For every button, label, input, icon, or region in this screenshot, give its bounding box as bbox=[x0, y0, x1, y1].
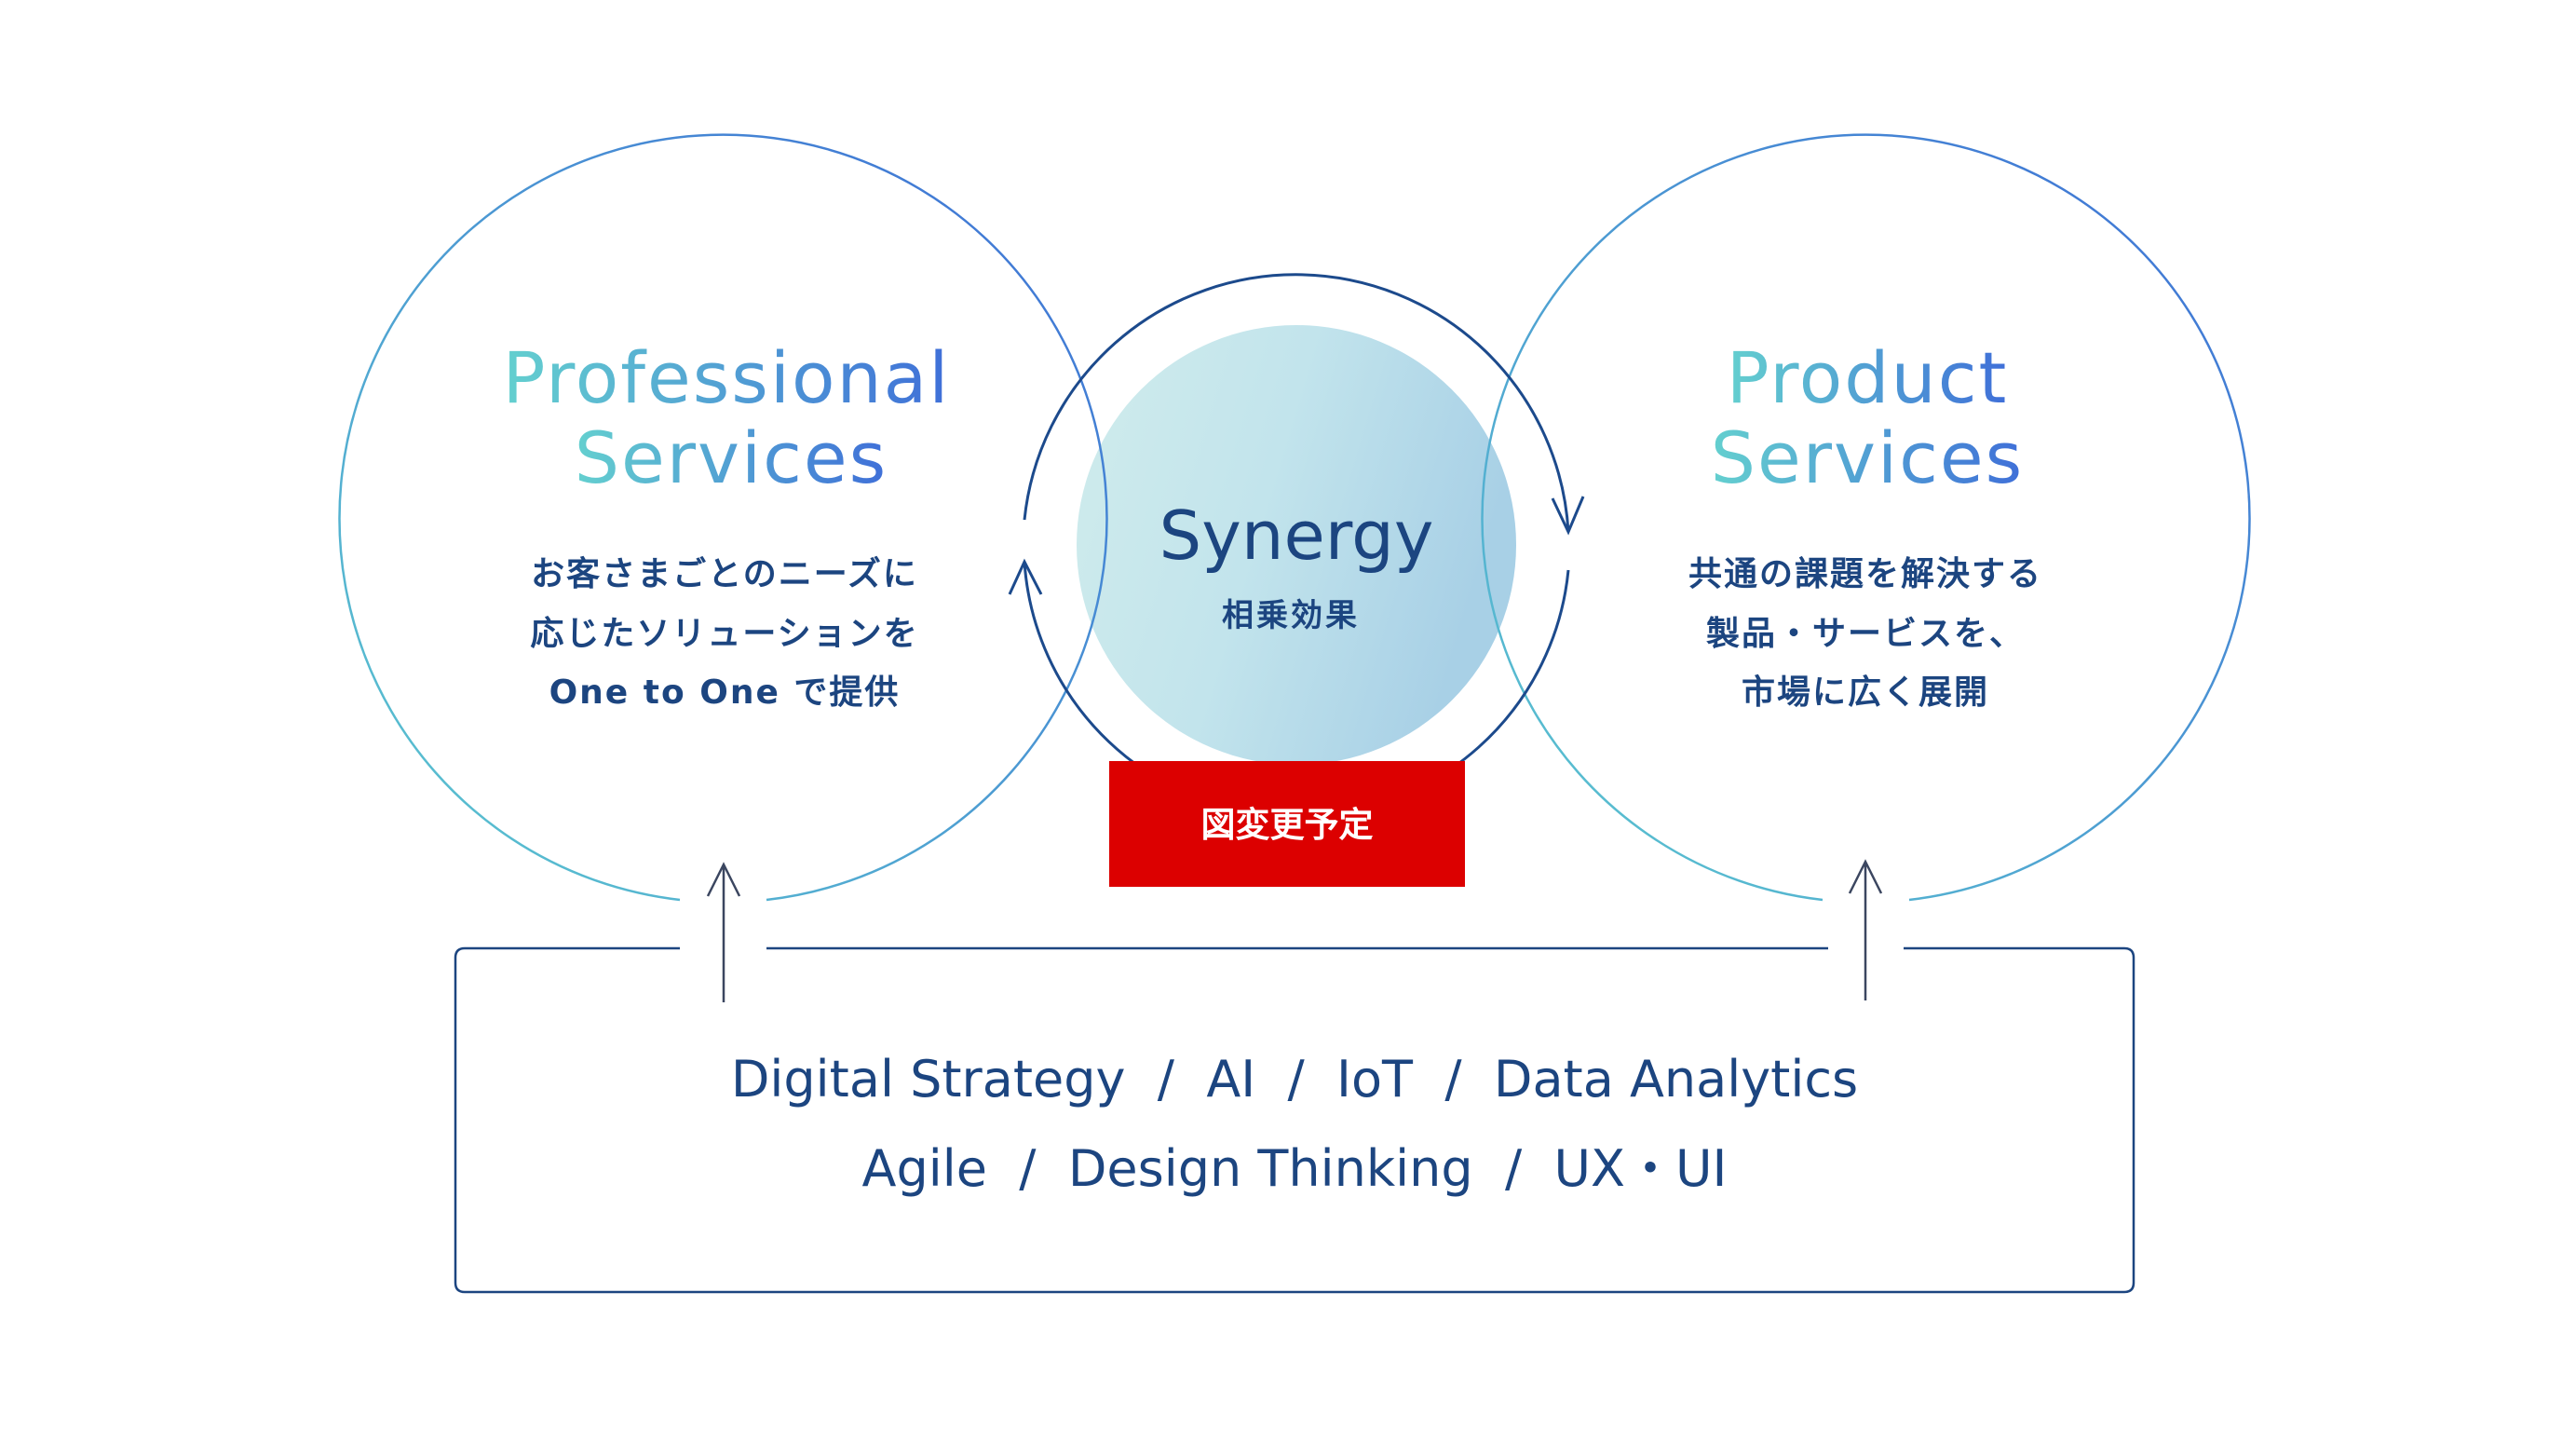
product-title-line2: Services bbox=[1711, 416, 2024, 499]
product-services-circle bbox=[1481, 133, 2251, 902]
synergy-subtitle: 相乗効果 bbox=[1222, 597, 1360, 634]
synergy-title: Synergy bbox=[1159, 497, 1434, 575]
professional-title-line2: Services bbox=[575, 416, 888, 499]
foundation-line1: Digital Strategy / AI / IoT / Data Analy… bbox=[731, 1050, 1858, 1109]
notice-label: 図変更予定 bbox=[1201, 805, 1374, 845]
product-desc-line2: 製品・サービスを、 bbox=[1706, 615, 2025, 653]
professional-desc-line2: 応じたソリューションを bbox=[530, 615, 918, 653]
foundation-line2: Agile / Design Thinking / UX・UI bbox=[862, 1139, 1728, 1198]
professional-services-circle bbox=[338, 133, 1108, 902]
professional-title-line1: Professional bbox=[503, 336, 951, 419]
notice-box bbox=[1109, 761, 1465, 887]
product-title-line1: Product bbox=[1727, 336, 2009, 419]
arrow-up-left-icon bbox=[706, 862, 741, 1002]
synergy-circle bbox=[1077, 325, 1516, 765]
professional-desc-line1: お客さまごとのニーズに bbox=[531, 554, 918, 593]
professional-desc-line3: One to One で提供 bbox=[549, 673, 901, 712]
arrow-up-icon bbox=[1008, 558, 1043, 595]
cycle-arc-top bbox=[1023, 273, 1570, 533]
arrow-down-icon bbox=[1551, 496, 1585, 536]
foundation-box bbox=[454, 946, 2135, 1294]
arrow-up-right-icon bbox=[1848, 859, 1883, 1000]
product-desc-line3: 市場に広く展開 bbox=[1742, 673, 1989, 712]
product-desc-line1: 共通の課題を解決する bbox=[1688, 555, 2042, 593]
